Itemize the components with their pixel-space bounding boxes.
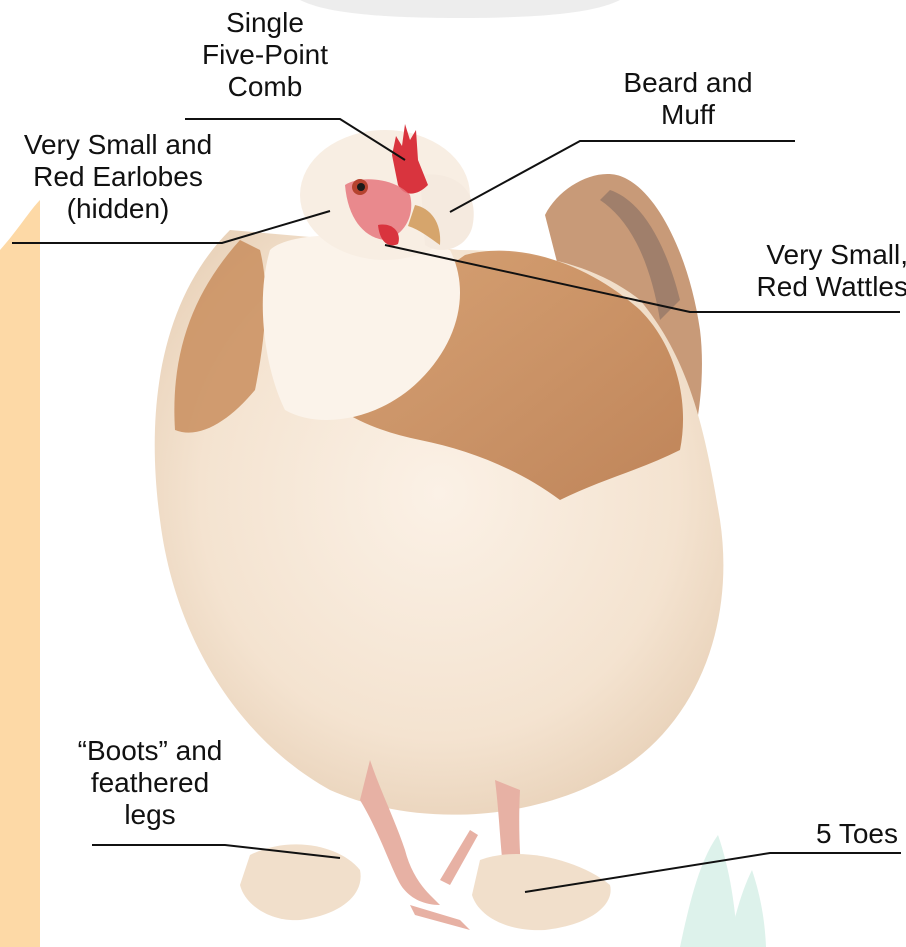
label-boots: “Boots” and feathered legs [50,735,250,831]
label-toes: 5 Toes [770,818,898,850]
left-accent-band [0,200,40,947]
label-wattles-line-2: Red Wattles [712,271,906,303]
label-earlobes-line-1: Very Small and [4,129,232,161]
label-comb-line-2: Five-Point [180,39,350,71]
label-comb: Single Five-Point Comb [180,7,350,103]
label-boots-line-2: feathered [50,767,250,799]
label-toes-line-1: 5 Toes [770,818,898,850]
boot-feathers-right [472,854,611,930]
boot-feathers-left [240,844,361,920]
label-beard-muff: Beard and Muff [600,67,776,131]
toe-claw-2 [440,830,478,885]
label-comb-line-3: Comb [180,71,350,103]
label-beard-line-2: Muff [600,99,776,131]
label-comb-line-1: Single [180,7,350,39]
label-earlobes: Very Small and Red Earlobes (hidden) [4,129,232,225]
toe-claw [410,905,470,930]
label-wattles-line-1: Very Small, [712,239,906,271]
label-earlobes-line-3: (hidden) [4,193,232,225]
label-boots-line-1: “Boots” and [50,735,250,767]
leaf-shape [680,835,738,947]
label-beard-line-1: Beard and [600,67,776,99]
label-boots-line-3: legs [50,799,250,831]
label-wattles: Very Small, Red Wattles [712,239,906,303]
eye-pupil [357,183,365,191]
label-earlobes-line-2: Red Earlobes [4,161,232,193]
